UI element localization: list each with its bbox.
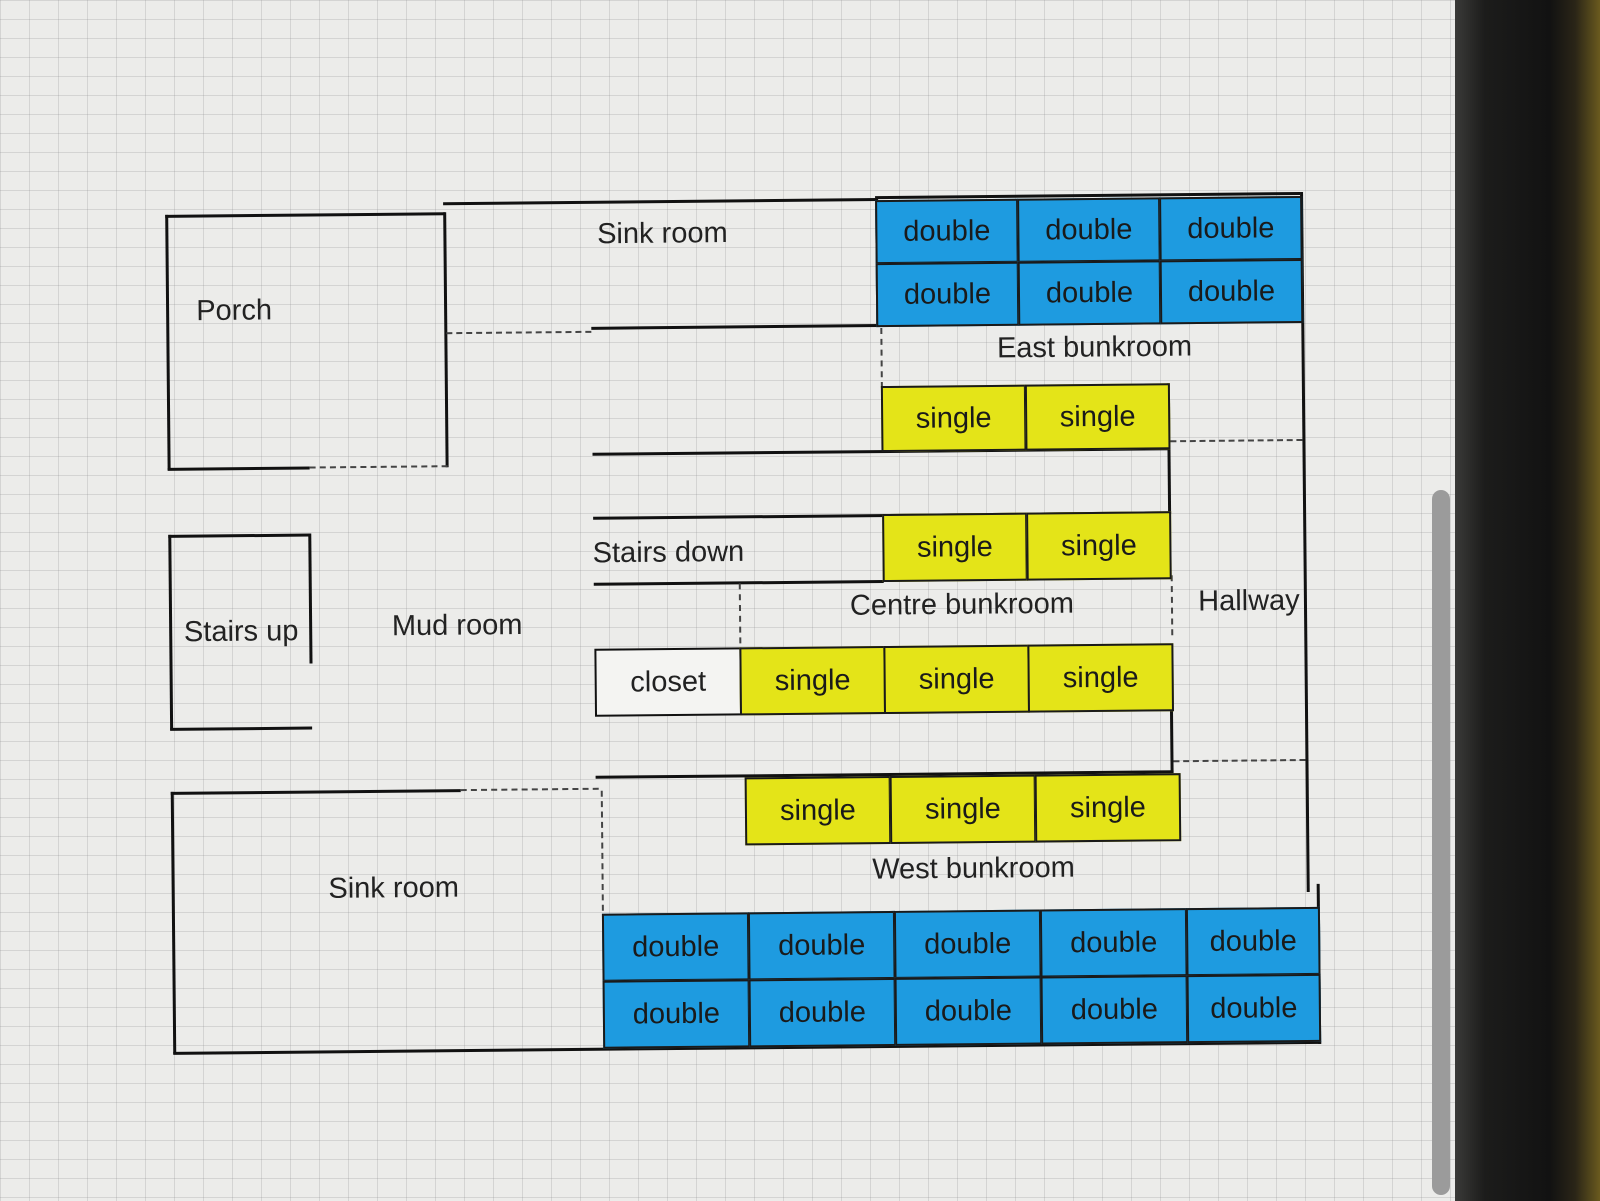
bed-double: double [748, 977, 897, 1048]
bed-double: double [601, 912, 750, 982]
outer-wall-west-sink [170, 791, 177, 1054]
monitor-bezel [1455, 0, 1600, 1201]
closet: closet [594, 647, 743, 717]
floor-plan: Porch Sink room East bunkroom Stairs dow… [155, 183, 1373, 1085]
stairs-up-east-wall [308, 533, 313, 664]
bed-single: single [882, 512, 1028, 583]
stairs-up-south-wall [170, 726, 313, 731]
bed-double: double [1039, 908, 1188, 978]
bed-single: single [744, 775, 892, 846]
stairs-up-north-wall [168, 533, 311, 538]
vertical-scrollbar[interactable] [1432, 490, 1450, 1195]
sink-room-doorway [446, 330, 592, 335]
room-label-hallway: Hallway [1198, 584, 1300, 618]
bed-double: double [1186, 973, 1322, 1044]
west-bunkroom-divider [600, 790, 604, 911]
bed-double: double [1017, 197, 1161, 263]
south-sink-room-north-wall [170, 789, 461, 795]
room-label-sink-room-south: Sink room [328, 871, 460, 905]
bed-single: single [880, 384, 1027, 453]
stairs-up-west-wall [168, 534, 174, 730]
outer-wall-north-sink [443, 198, 879, 206]
sink-room-south-wall [591, 324, 880, 330]
east-bunkroom-divider [880, 328, 883, 389]
outer-wall-north-left [165, 212, 446, 218]
bed-single: single [883, 644, 1031, 715]
room-label-sink-room-north: Sink room [596, 217, 728, 251]
centre-bunkroom-west-divider [738, 583, 742, 644]
bed-double: double [893, 909, 1042, 979]
centre-bunkroom-east-divider [1170, 575, 1174, 636]
room-label-mud-room: Mud room [391, 608, 523, 643]
bed-double: double [1185, 906, 1321, 977]
room-label-east-bunkroom: East bunkroom [996, 330, 1193, 365]
bed-single: single [1026, 511, 1172, 581]
bed-single: single [889, 774, 1037, 844]
bed-double: double [747, 910, 896, 981]
room-label-stairs-up: Stairs up [183, 615, 299, 649]
bed-double: double [1040, 975, 1189, 1045]
south-sink-room-doorway [460, 787, 599, 792]
bed-double: double [1159, 195, 1303, 262]
bed-single: single [739, 646, 887, 716]
bed-double: double [1159, 258, 1304, 325]
bed-double: double [894, 976, 1043, 1046]
bed-double: double [875, 261, 1020, 328]
porch-south-wall [167, 466, 310, 471]
bed-single: single [1024, 383, 1171, 451]
east-hallway-doorway [1170, 438, 1303, 443]
bed-double: double [875, 198, 1019, 265]
bed-double: double [602, 979, 751, 1049]
outer-wall-west-porch [165, 214, 171, 470]
bed-single: single [1034, 773, 1182, 843]
porch-east-wall [443, 212, 449, 468]
room-label-stairs-down: Stairs down [592, 535, 745, 570]
west-hallway-doorway [1173, 758, 1306, 763]
porch-south-doorway [309, 465, 448, 469]
bed-single: single [1027, 643, 1175, 713]
room-label-west-bunkroom: West bunkroom [872, 851, 1075, 886]
room-label-porch: Porch [196, 294, 273, 328]
bed-double: double [1017, 260, 1162, 326]
room-label-centre-bunkroom: Centre bunkroom [849, 587, 1075, 622]
